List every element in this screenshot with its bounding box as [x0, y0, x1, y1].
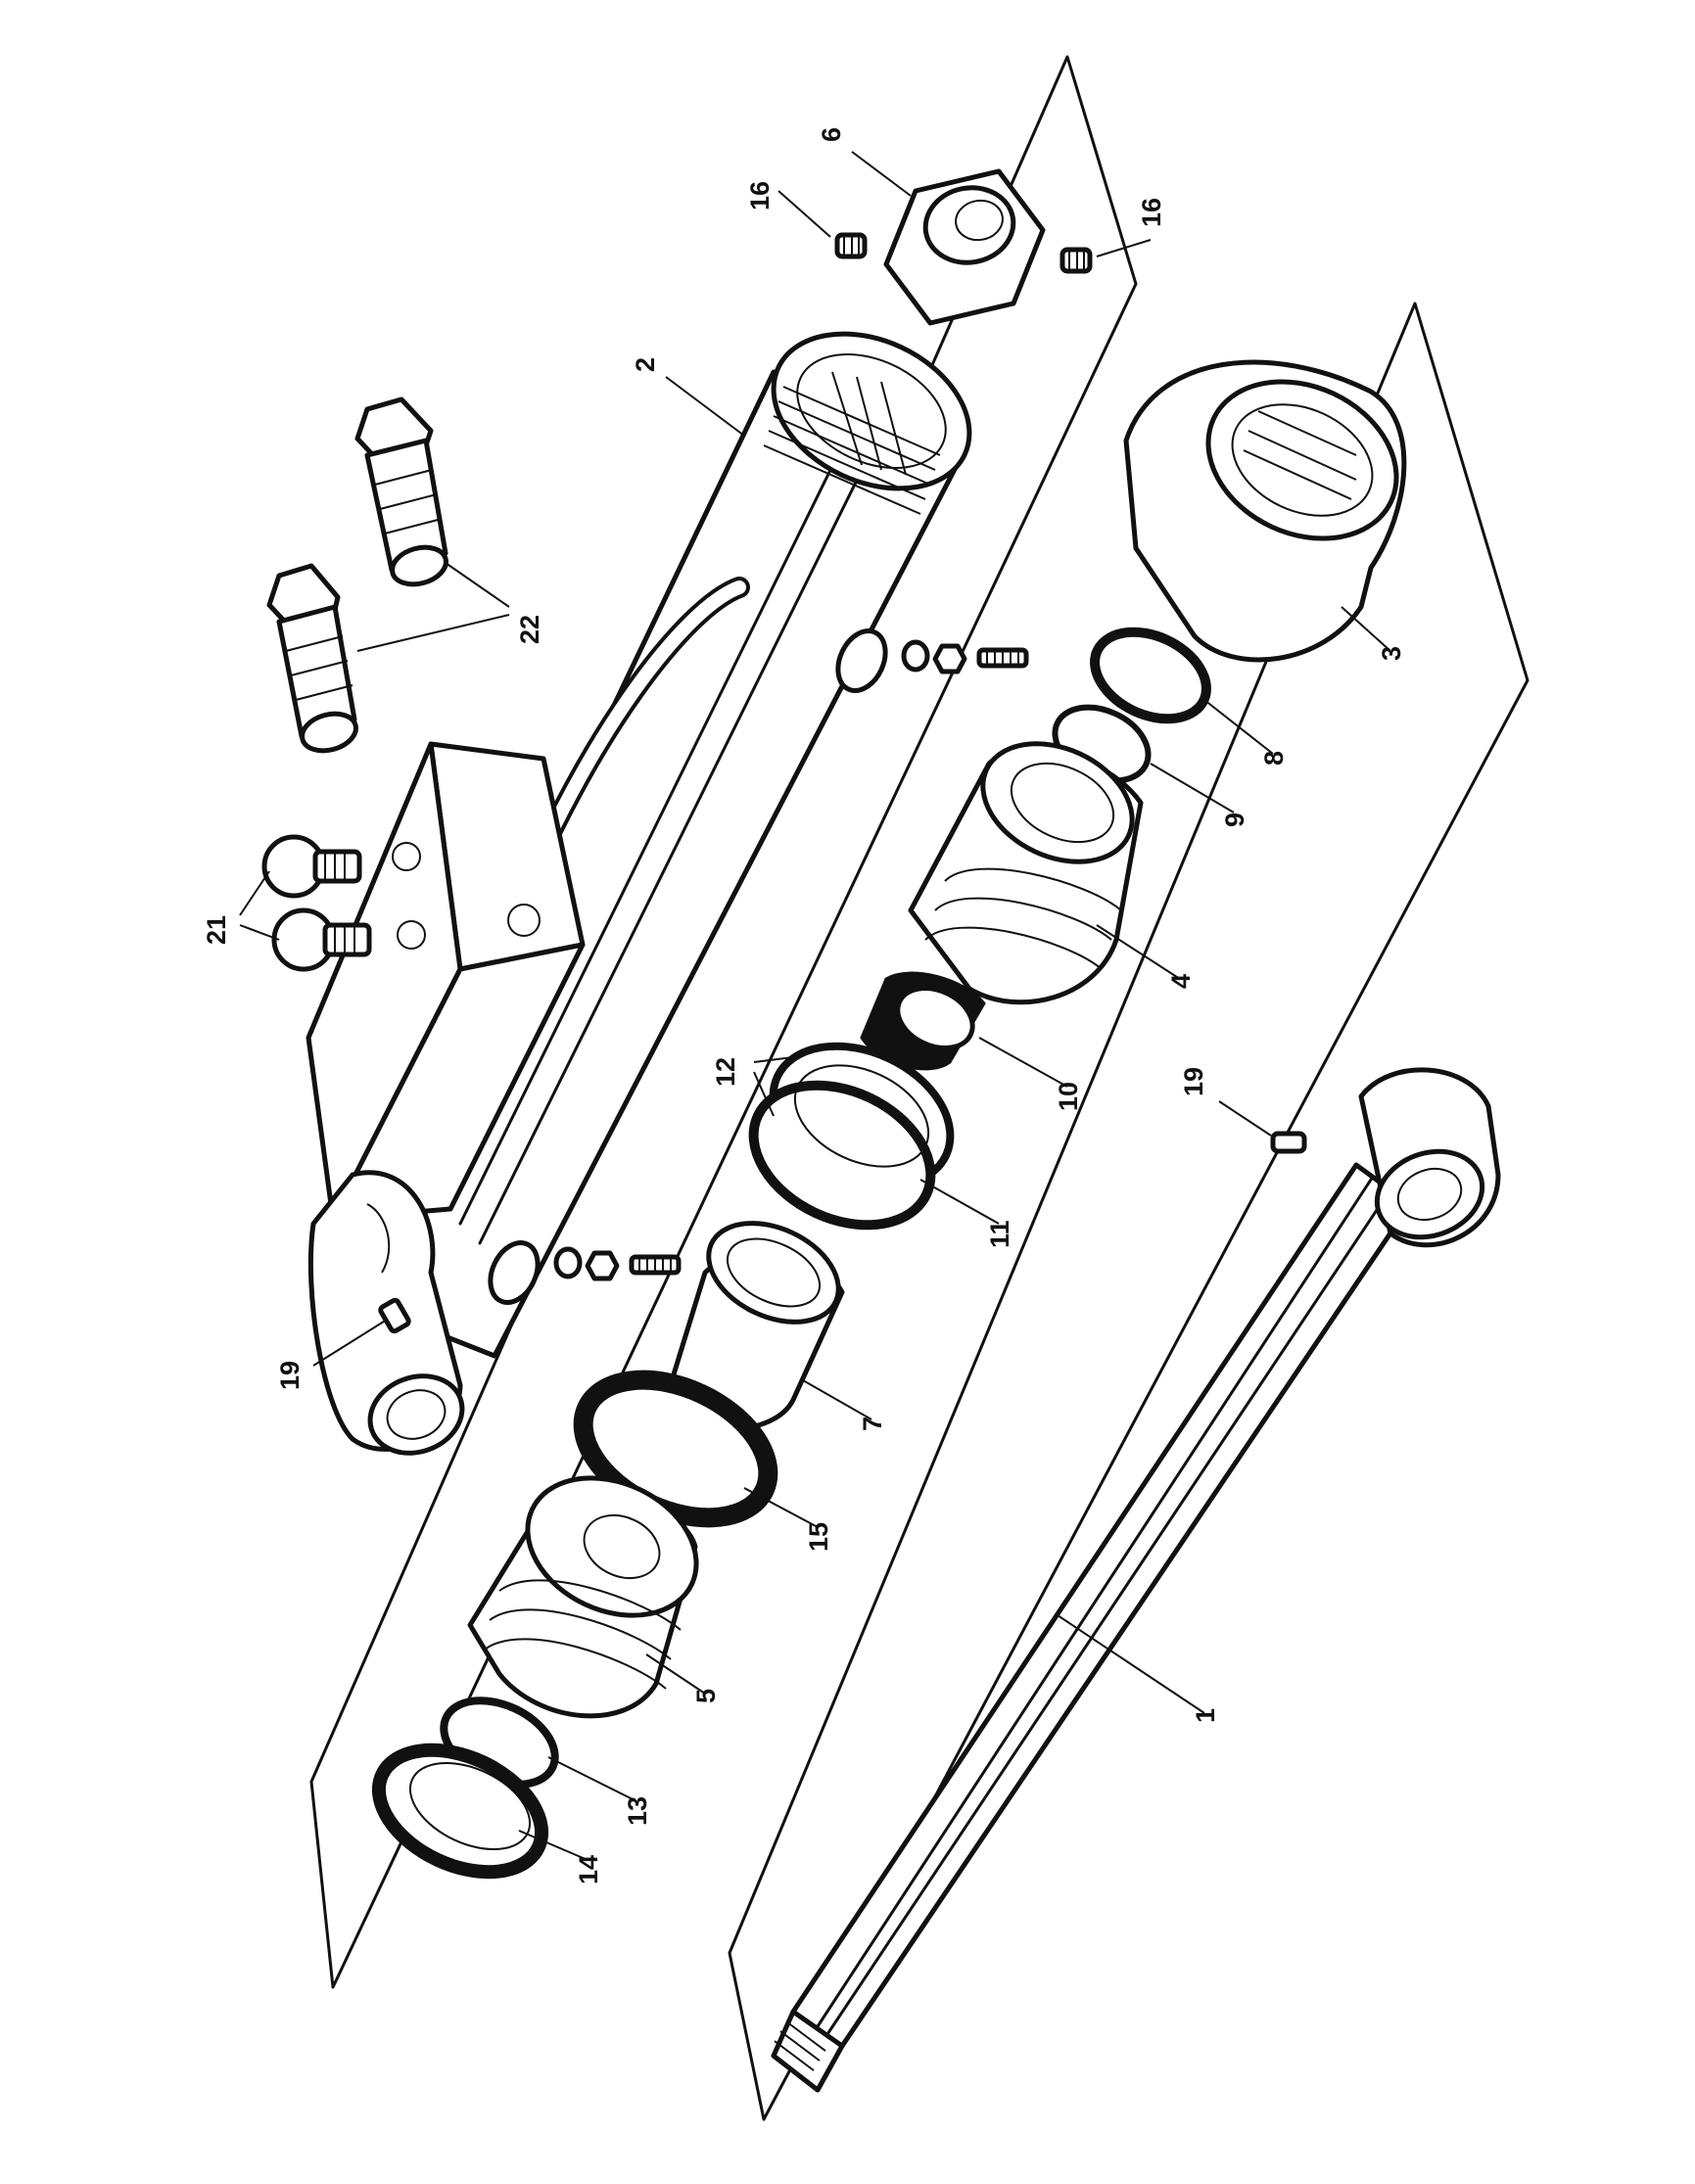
bushing-10 [860, 971, 986, 1071]
set-screw-right [1059, 247, 1093, 274]
callout-14: 14 [574, 1855, 603, 1884]
callout-15: 15 [804, 1522, 833, 1552]
leader-21a [239, 870, 270, 916]
leader-1 [1057, 1614, 1205, 1714]
plug-upper [261, 834, 362, 899]
lug-bolt-lower [553, 1246, 682, 1281]
leader-11 [919, 1179, 1000, 1225]
seal-8 [1090, 627, 1211, 724]
callout-8: 8 [1259, 751, 1289, 766]
callout-21: 21 [202, 915, 231, 945]
callout-12: 12 [711, 1057, 740, 1087]
piston-seal-11 [748, 1042, 955, 1231]
wiper-14 [371, 1743, 549, 1880]
callout-16-left: 16 [745, 181, 775, 210]
leader-15 [743, 1487, 819, 1528]
hex-nut [883, 168, 1046, 326]
callout-1: 1 [1191, 1708, 1220, 1723]
leader-22a [445, 562, 510, 608]
grease-fitting-rod [1270, 1131, 1307, 1154]
relief-valve-upper [354, 396, 448, 587]
callout-13: 13 [623, 1796, 652, 1826]
leader-19a [312, 1319, 388, 1367]
gland-head [1123, 359, 1407, 663]
leader-12b [753, 1071, 775, 1117]
set-screw-left [834, 232, 868, 259]
callout-labels: 1 2 3 4 5 6 7 8 9 10 11 12 13 14 15 16 1… [202, 127, 1406, 1884]
leader-2 [665, 376, 745, 437]
leader-7 [802, 1379, 872, 1420]
leader-5 [645, 1653, 706, 1695]
callout-19-barrel: 19 [275, 1361, 305, 1390]
callout-2: 2 [631, 357, 660, 372]
leader-16b [1096, 239, 1152, 257]
leader-12a [753, 1056, 794, 1063]
piston-5 [467, 1475, 699, 1719]
relief-valve-lower [266, 563, 358, 754]
callout-6: 6 [817, 127, 846, 142]
leader-6 [851, 151, 912, 197]
callout-5: 5 [691, 1689, 721, 1703]
leader-21b [239, 924, 280, 941]
leader-19b [1218, 1100, 1272, 1137]
callout-10: 10 [1054, 1082, 1083, 1111]
leader-16a [777, 190, 831, 238]
callout-11: 11 [985, 1220, 1014, 1248]
lug-bolt-upper [901, 639, 1029, 674]
leader-lines [239, 151, 1391, 1861]
callout-9: 9 [1220, 813, 1249, 827]
barrel-threaded-end [763, 331, 972, 515]
leader-10 [978, 1037, 1068, 1088]
leader-3 [1341, 606, 1391, 652]
plug-lower [271, 907, 372, 972]
gland [908, 741, 1144, 1005]
callout-22: 22 [515, 615, 544, 644]
leader-13 [547, 1756, 637, 1802]
piston-rod [771, 1067, 1501, 2093]
callout-19-rod: 19 [1179, 1067, 1208, 1096]
leader-22b [356, 614, 510, 652]
callout-4: 4 [1166, 974, 1196, 989]
leader-8 [1203, 699, 1274, 755]
valve-block [306, 741, 586, 1222]
callout-3: 3 [1377, 646, 1406, 661]
callout-7: 7 [858, 1417, 887, 1431]
leader-4 [1096, 924, 1181, 980]
rod-plane-outline [728, 302, 1530, 2121]
callout-16-right: 16 [1137, 198, 1166, 227]
leader-9 [1150, 763, 1235, 813]
spacer-tube-7 [663, 1221, 845, 1432]
leader-14 [518, 1830, 589, 1861]
